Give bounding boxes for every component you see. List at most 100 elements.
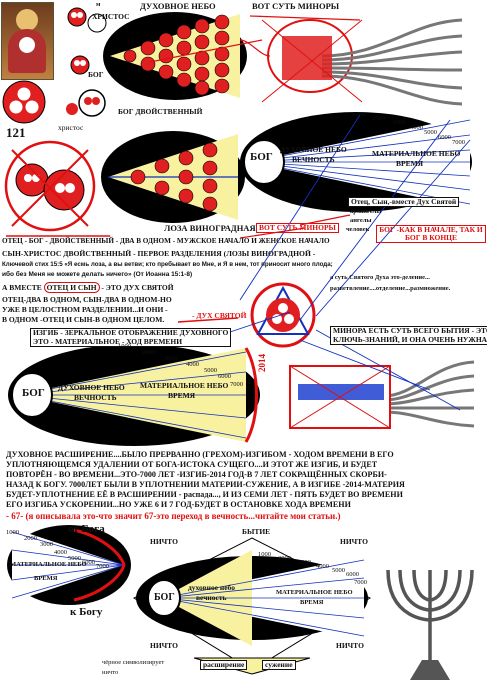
label-father-line: ОТЕЦ - БОГ - ДВОЙСТВЕННЫЙ - ДВА В ОДНОМ …: [2, 237, 330, 245]
label-from-god: от Бога: [68, 523, 105, 535]
label-existence: БЫТИЕ: [242, 527, 271, 536]
label-menorah-essence: ВОТ СУТЬ МИНОРЫ: [252, 1, 340, 11]
label-nothing-4: НИЧТО: [336, 641, 364, 650]
label-year-2014: 2014: [257, 354, 267, 372]
label-spirit-eternity-b: вечность: [196, 593, 227, 602]
label-together-a: А ВМЕСТЕ: [2, 283, 42, 292]
para-line-2: УПЛОТНЯЮЩЕМСЯ УДАЛЕНИИ ОТ БОГА-ИСТОКА СУ…: [6, 460, 378, 469]
scale-right-5000: 5000: [424, 129, 437, 136]
para-line-6: ЕГО ИЗГИБА УСКОРЕНИИ...НО УЖЕ 6 И 7 ГОД-…: [6, 500, 351, 509]
scale-bl-6000: 6000: [82, 559, 95, 566]
trinity-circles-left: [2, 80, 46, 124]
scale-bc-5000: 5000: [332, 567, 345, 574]
label-bc-material-a: МАТЕРИАЛЬНОЕ НЕБО: [276, 589, 353, 596]
label-vine-title: ЛОЗА ВИНОГРАДНАЯ: [164, 223, 256, 233]
label-spirit-branching: разветвление....отделение...размножение.: [330, 285, 451, 292]
label-angels: ангелы: [350, 217, 372, 224]
para-line-5: БУДЕТ-УПЛОТНЕНИЕ ЕЁ В РАСШИРЕНИИ - распа…: [6, 490, 403, 499]
scale-bl-1000: 1000: [6, 529, 19, 536]
scale-bc-7000: 7000: [354, 579, 367, 586]
para-line-3: ПОВТОРЁН - ВО ВРЕМЕНИ...ЭТО-7000 ЛЕТ -ИЗ…: [6, 470, 387, 479]
label-archangels: архангелы: [350, 208, 382, 215]
small-circles-cluster: [66, 7, 107, 117]
label-heaven-top: ДУХОВНОЕ НЕБО: [140, 1, 216, 11]
label-together-row: А ВМЕСТЕ ОТЕЦ И СЫН - ЭТО ДУХ СВЯТОЙ: [2, 282, 174, 293]
label-to-god: к Богу: [70, 606, 103, 618]
label-mid-material-b: ВРЕМЯ: [168, 391, 196, 400]
label-nothing-1: НИЧТО: [150, 537, 178, 546]
top-heaven-oval: [103, 12, 247, 100]
label-menorah-key-1: МИНОРА ЕСТЬ СУТЬ ВСЕГО БЫТИЯ - ЭТО: [333, 326, 487, 335]
label-christ-small: христос: [58, 123, 84, 132]
scale-right-3000: 3000: [392, 119, 405, 126]
label-trinity-note: Отец, Сын,-вместе Дух Святой: [348, 197, 460, 207]
label-christ-top: ХРИСТОС: [92, 12, 130, 21]
label-bog-bottom: БОГ: [154, 592, 175, 603]
label-menorah-key-2: КЛЮЧЬ-ЗНАНИЙ, И ОНА ОЧЕНЬ НУЖНА ...: [333, 334, 487, 344]
icon-image: [1, 2, 54, 80]
label-holy-spirit: - ДУХ СВЯТОЙ: [192, 311, 247, 320]
label-black-nothing-1: чёрное символизирует: [102, 659, 165, 666]
para-line-4: НАЗАД К БОГУ. 7000ЛЕТ БЫЛИ В УПЛОТНЕНИИ …: [6, 480, 405, 489]
scale-right-6000: 6000: [438, 134, 451, 141]
scale-mid-4000: 4000: [186, 361, 199, 368]
label-bog-right: БОГ: [250, 151, 273, 163]
label-mid-heaven-a: ДУХОВНОЕ НЕБО: [58, 383, 125, 392]
label-together-b: ОТЕЦ И СЫН: [43, 282, 100, 293]
para-line-red: - 67- (я описывала это-что значит 67-это…: [6, 511, 341, 521]
main-paragraph: ДУХОВНОЕ РАСШИРЕНИЕ....БЫЛО ПРЕРВАННО (Г…: [6, 450, 482, 521]
scale-mid-7000: 7000: [230, 381, 243, 388]
trinity-center: [250, 282, 316, 348]
label-material-b-right: ВРЕМЯ: [396, 159, 424, 168]
scale-bc-1000: 1000: [258, 551, 271, 558]
label-mirror-1: ИЗГИБ - ЗЕРКАЛЬНОЕ ОТОБРАЖЕНИЕ ДУХОВНОГО: [33, 328, 229, 337]
menorah-red-top: [261, 18, 463, 106]
label-121: 121: [6, 125, 26, 140]
scale-mid-1000: 1000: [118, 343, 131, 350]
scale-mid-2000: 2000: [142, 349, 155, 356]
menorah-blue-middle: [289, 360, 475, 429]
scale-bl-5000: 5000: [68, 555, 81, 562]
scale-bl-2000: 2000: [24, 535, 37, 542]
label-heaven-eternity-a: ДУХОВНОЕ НЕБО: [280, 145, 347, 154]
time-oval-middle: [8, 344, 260, 446]
label-material-a-right: МАТЕРИАЛЬНОЕ НЕБО: [372, 149, 461, 158]
label-heaven-eternity-b: ВЕЧНОСТЬ: [292, 155, 335, 164]
label-narrowing: сужение: [262, 660, 296, 670]
label-mirror-box: ИЗГИБ - ЗЕРКАЛЬНОЕ ОТОБРАЖЕНИЕ ДУХОВНОГО…: [30, 328, 232, 348]
label-mid-heaven-b: ВЕЧНОСТЬ: [74, 393, 117, 402]
label-verse-line1: Ключевой стих 15:5 «Я есмь лоза, а вы ве…: [2, 261, 333, 268]
label-god-begin-end-text: БОГ -КАК В НАЧАЛЕ, ТАК И БОГ В КОНЦЕ: [379, 225, 483, 242]
label-m: м: [96, 1, 101, 8]
label-bc-material-b: ВРЕМЯ: [300, 599, 324, 606]
scale-mid-6000: 6000: [218, 373, 231, 380]
label-mid-material-a: МАТЕРИАЛЬНОЕ НЕБО: [140, 381, 229, 390]
scale-bc-2000: 2000: [278, 555, 291, 562]
menorah-gold-bottom: [386, 569, 474, 680]
bottom-diamond-oval: [132, 537, 372, 675]
label-verse-line2: ибо без Меня не можете делать ничего» (О…: [2, 271, 193, 278]
label-two-in-one-3: В ОДНОМ -ОТЕЦ И СЫН-В ОДНОМ ЦЕЛОМ.: [2, 315, 165, 324]
label-god-dual: БОГ ДВОЙСТВЕННЫЙ: [118, 107, 203, 116]
scale-mid-5000: 5000: [204, 367, 217, 374]
scale-bl-7000: 7000: [96, 563, 109, 570]
para-line-1: ДУХОВНОЕ РАСШИРЕНИЕ....БЫЛО ПРЕРВАННО (Г…: [6, 450, 394, 459]
vine-oval: [101, 131, 245, 223]
label-nothing-3: НИЧТО: [150, 641, 178, 650]
label-black-nothing-2: ничто: [102, 669, 119, 676]
scale-bc-3000: 3000: [298, 559, 311, 566]
label-menorah-essence-2: ВОТ СУТЬ МИНОРЫ: [256, 223, 339, 233]
eternity-oval-right: [240, 112, 472, 212]
label-bog-middle: БОГ: [22, 387, 45, 399]
label-bl-material-b: ВРЕМЯ: [34, 575, 58, 582]
scale-mid-3000: 3000: [164, 355, 177, 362]
scale-right-1000: 1000: [352, 111, 365, 118]
label-menorah-key-box: МИНОРА ЕСТЬ СУТЬ ВСЕГО БЫТИЯ - ЭТО КЛЮЧЬ…: [330, 326, 487, 346]
scale-right-2000: 2000: [372, 115, 385, 122]
label-bl-material-a: МАТЕРИАЛЬНОЕ НЕБО: [10, 561, 87, 568]
label-spirit-division: а суть Святого Духа это-деление...: [330, 274, 430, 281]
red-circle-diagram-121: [4, 140, 96, 232]
label-expansion: расширение: [200, 660, 248, 670]
label-two-in-one-2: УЖЕ В ЦЕЛОСТНОМ РАЗДЕЛЕНИИ...И ОНИ -: [2, 305, 168, 314]
